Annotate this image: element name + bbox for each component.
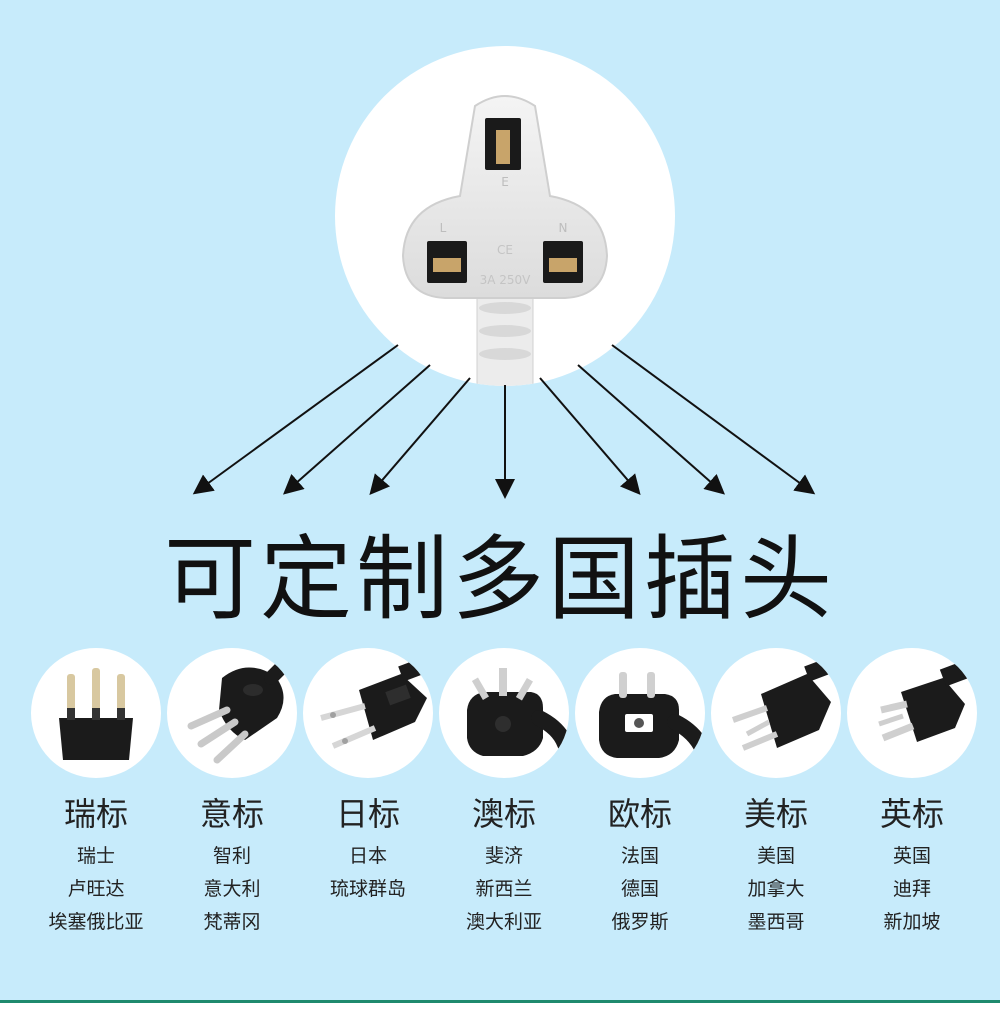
plug-item-japanese: 日标 日本 琉球群岛 <box>300 648 436 906</box>
standard-label: 英标 <box>879 795 944 833</box>
country-name: 澳大利亚 <box>465 911 542 933</box>
country-list: 斐济 新西兰 澳大利亚 <box>436 840 572 939</box>
plug-circle <box>303 648 433 778</box>
australian-plug-icon <box>467 668 569 756</box>
country-name: 埃塞俄比亚 <box>48 911 144 933</box>
standard-label: 欧标 <box>607 795 672 833</box>
standard-label: 日标 <box>335 795 400 833</box>
plug-circle <box>167 648 297 778</box>
bottom-bar <box>0 1000 1000 1014</box>
japanese-plug-icon <box>320 654 433 749</box>
country-name: 斐济 <box>484 845 523 867</box>
country-name: 日本 <box>348 845 387 867</box>
country-name: 迪拜 <box>892 878 931 900</box>
swiss-plug-icon <box>59 668 133 760</box>
plug-circle <box>847 648 977 778</box>
country-list: 英国 迪拜 新加坡 <box>844 840 980 939</box>
pin-label-n: N <box>559 221 568 235</box>
plug-circle <box>439 648 569 778</box>
plug-item-australian: 澳标 斐济 新西兰 澳大利亚 <box>436 648 572 939</box>
country-name: 智利 <box>212 845 251 867</box>
standard-label: 澳标 <box>471 795 536 833</box>
country-list: 日本 琉球群岛 <box>300 840 436 906</box>
italian-plug-icon <box>187 651 297 764</box>
country-name: 新西兰 <box>475 878 533 900</box>
headline: 可定制多国插头 <box>163 526 836 633</box>
british-plug-icon <box>878 657 977 742</box>
standard-label: 美标 <box>743 795 808 833</box>
plug-circle <box>31 648 161 778</box>
country-name: 瑞士 <box>76 845 115 867</box>
country-name: 梵蒂冈 <box>203 911 261 933</box>
ce-mark: CE <box>497 243 513 257</box>
country-name: 意大利 <box>203 878 261 900</box>
uk-plug-face-icon: E L N CE 3A 250V <box>401 95 609 386</box>
rating-mark: 3A 250V <box>480 273 532 287</box>
plug-item-swiss: 瑞标 瑞士 卢旺达 埃塞俄比亚 <box>28 648 164 939</box>
country-name: 卢旺达 <box>67 878 125 900</box>
hero-plug-circle: E L N CE 3A 250V <box>335 46 675 386</box>
plug-circle <box>711 648 841 778</box>
country-name: 琉球群岛 <box>329 878 406 900</box>
plug-row: 瑞标 瑞士 卢旺达 埃塞俄比亚 意标 智利 <box>28 648 978 988</box>
pin-label-l: L <box>440 221 447 235</box>
country-name: 德国 <box>620 878 659 900</box>
country-name: 加拿大 <box>747 878 805 900</box>
standard-label: 意标 <box>199 795 264 833</box>
plug-item-european: 欧标 法国 德国 俄罗斯 <box>572 648 708 939</box>
country-list: 智利 意大利 梵蒂冈 <box>164 840 300 939</box>
country-name: 墨西哥 <box>747 911 805 933</box>
plug-item-italian: 意标 智利 意大利 梵蒂冈 <box>164 648 300 939</box>
arrow-5 <box>539 377 641 496</box>
pin-label-e: E <box>501 175 509 189</box>
country-list: 瑞士 卢旺达 埃塞俄比亚 <box>28 840 164 939</box>
country-list: 美国 加拿大 墨西哥 <box>708 840 844 939</box>
european-plug-icon <box>599 672 705 758</box>
plug-item-american: 美标 美国 加拿大 墨西哥 <box>708 648 844 939</box>
country-list: 法国 德国 俄罗斯 <box>572 840 708 939</box>
country-name: 新加坡 <box>883 911 941 933</box>
plug-circle <box>575 648 705 778</box>
country-name: 英国 <box>892 845 931 867</box>
country-name: 美国 <box>756 845 795 867</box>
standard-label: 瑞标 <box>63 795 128 833</box>
arrow-3 <box>369 377 471 496</box>
country-name: 俄罗斯 <box>611 911 669 933</box>
american-plug-icon <box>732 654 841 751</box>
plug-item-british: 英标 英国 迪拜 新加坡 <box>844 648 980 939</box>
country-name: 法国 <box>620 845 659 867</box>
